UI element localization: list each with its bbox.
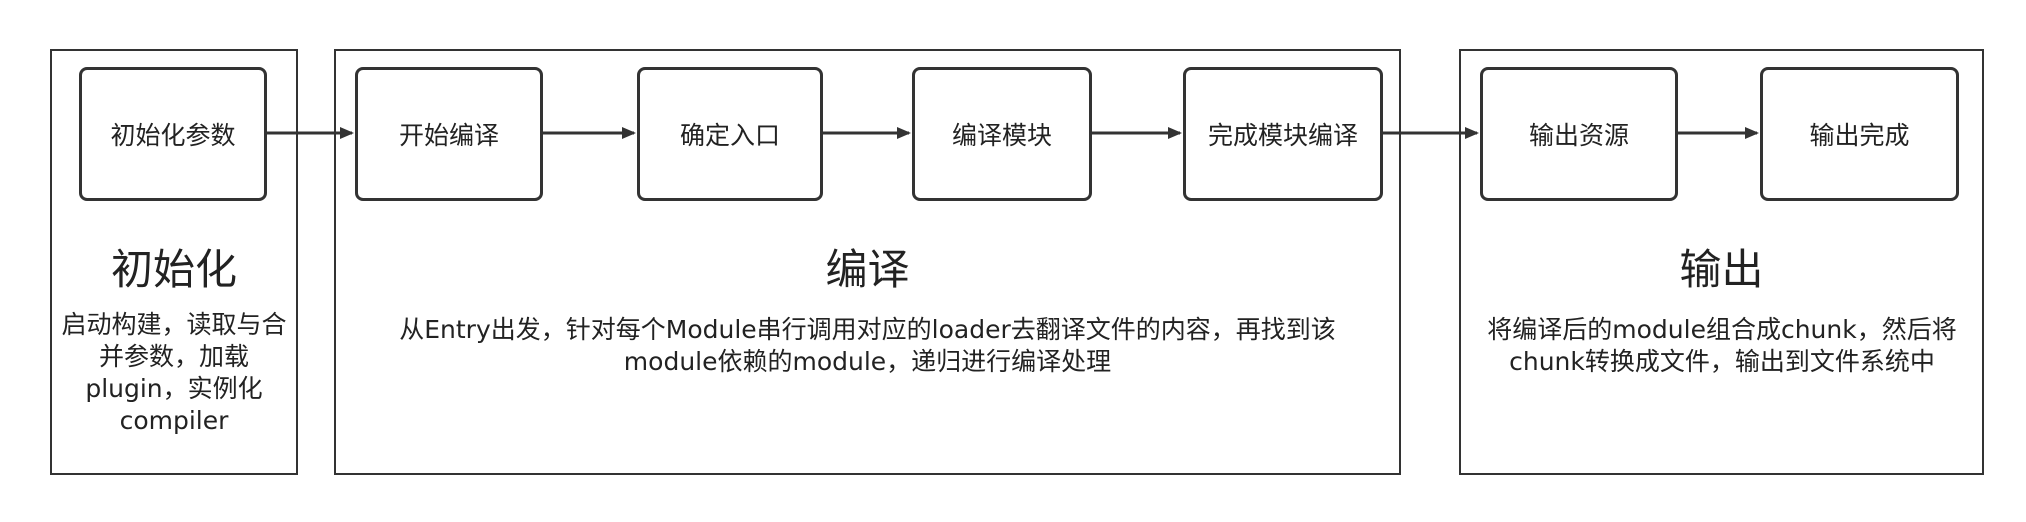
stage-init-title: 初始化 xyxy=(110,245,237,294)
stage-output-title: 输出 xyxy=(1679,245,1764,294)
stage-init-description: 启动构建，读取与合并参数，加载plugin，实例化compiler xyxy=(61,310,287,435)
stage-output-description: 将编译后的module组合成chunk，然后将chunk转换成文件，输出到文件系… xyxy=(1487,315,1957,376)
stage-compile-description: 从Entry出发，针对每个Module串行调用对应的loader去翻译文件的内容… xyxy=(399,315,1336,376)
step-compile-module: 编译模块 xyxy=(912,67,1092,201)
stage-compile-title: 编译 xyxy=(825,245,910,294)
step-output-assets: 输出资源 xyxy=(1480,67,1678,201)
step-finish-module-compile: 完成模块编译 xyxy=(1183,67,1383,201)
step-determine-entry: 确定入口 xyxy=(637,67,823,201)
step-init-params: 初始化参数 xyxy=(79,67,267,201)
step-start-compile: 开始编译 xyxy=(355,67,543,201)
step-output-complete: 输出完成 xyxy=(1760,67,1959,201)
